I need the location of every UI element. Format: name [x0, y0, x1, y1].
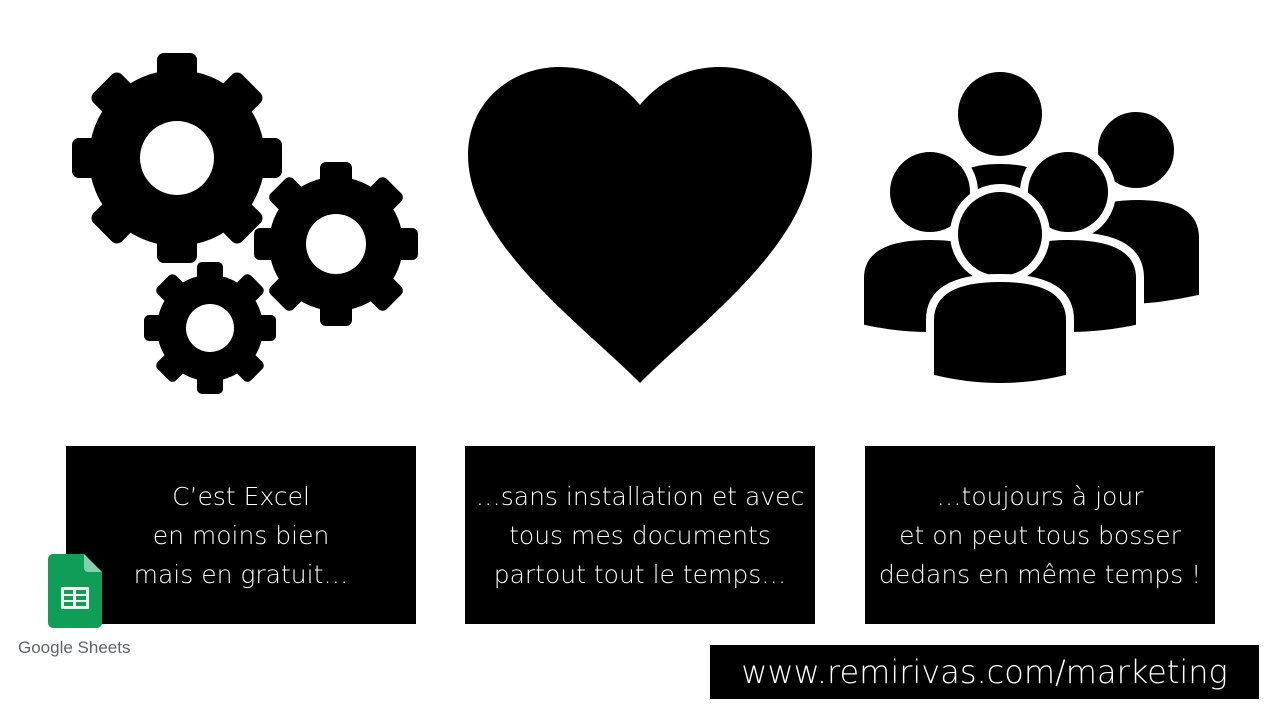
google-sheets-wordmark: Google Sheets	[18, 638, 131, 657]
gears-icon	[72, 53, 418, 394]
feature-box-excel: C’est Excel en moins bien mais en gratui…	[66, 446, 416, 624]
box-line: …sans installation et avec	[475, 481, 805, 511]
box-line: partout tout le temps…	[493, 559, 787, 589]
google-sheets-icon	[48, 554, 102, 628]
box-line: en moins bien	[152, 520, 330, 550]
box-line: et on peut tous bosser	[899, 520, 1181, 550]
box-line: C’est Excel	[172, 481, 310, 511]
feature-box-installation: …sans installation et avec tous mes docu…	[465, 446, 815, 624]
box-line: mais en gratuit…	[133, 559, 349, 589]
heart-icon	[468, 67, 812, 383]
box-line: tous mes documents	[509, 520, 771, 550]
people-group-icon	[858, 68, 1207, 386]
box-line: dedans en même temps !	[878, 559, 1202, 589]
website-url[interactable]: www.remirivas.com/marketing	[710, 645, 1259, 699]
feature-box-collaboration: …toujours à jour et on peut tous bosser …	[865, 446, 1215, 624]
box-line: …toujours à jour	[936, 481, 1144, 511]
